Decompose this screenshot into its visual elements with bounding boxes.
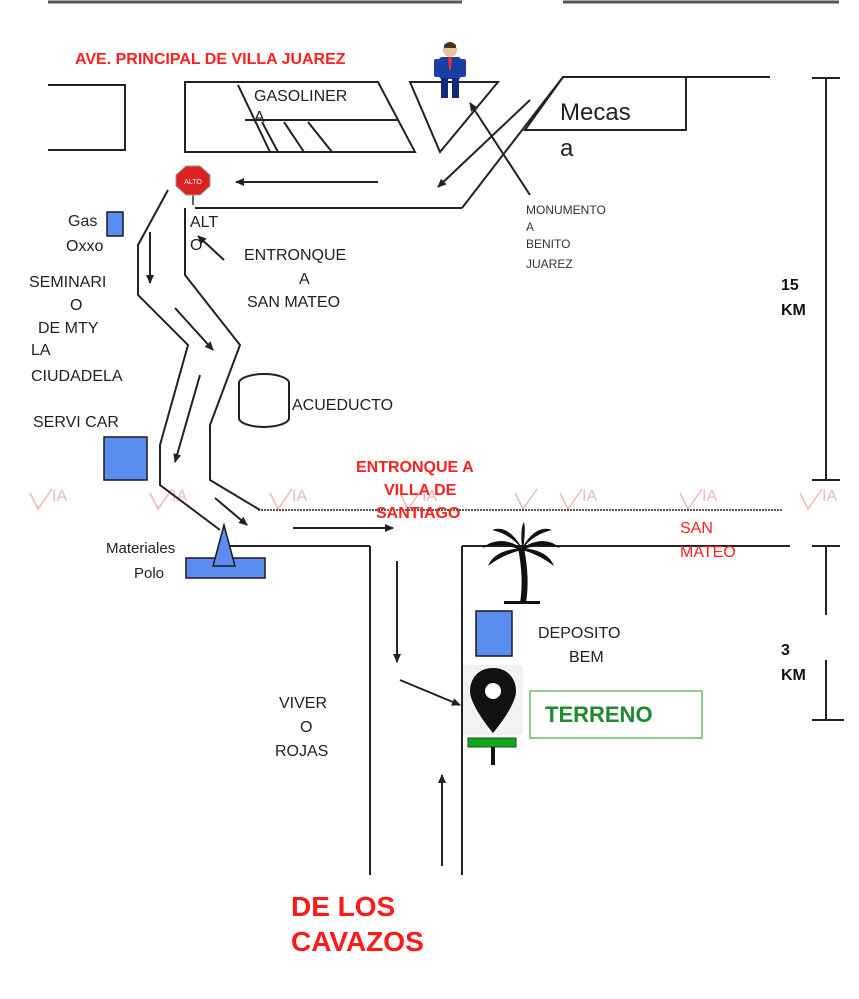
label-ciudadela-2: CIUDADELA (31, 368, 123, 385)
label-gasolinera-1: GASOLINER (254, 88, 347, 105)
stop-sign-icon: ALTO (175, 165, 211, 205)
watermark: IA (399, 488, 437, 511)
arrow-monument (469, 102, 531, 196)
arrow-south-4 (214, 497, 248, 526)
block-mecas (523, 76, 770, 131)
label-gas-oxxo-2: Oxxo (66, 238, 103, 255)
svg-text:IA: IA (822, 488, 837, 505)
label-seminario-2: O (70, 297, 82, 314)
watermark: IA (149, 488, 187, 511)
label-gasolinera-2: A (254, 109, 265, 126)
label-cavazos-2: CAVAZOS (291, 926, 424, 957)
road-upper-horizontal (195, 76, 564, 209)
label-monumento-2: A (526, 220, 534, 234)
label-materiales-1: Materiales (106, 540, 175, 557)
servi-car-box (103, 436, 148, 481)
label-dist-15-unit: KM (781, 302, 806, 319)
arrow-south-2 (174, 307, 214, 351)
label-cavazos-1: DE LOS (291, 891, 395, 922)
label-ave-principal: AVE. PRINCIPAL DE VILLA JUAREZ (75, 51, 346, 68)
label-vivero-3: ROJAS (275, 743, 328, 760)
deposito-bem-box (475, 610, 513, 657)
label-san-mateo-1: SAN (680, 520, 713, 537)
watermark (514, 488, 538, 511)
arrow-to-west (437, 99, 531, 188)
label-entronque-vs-1: ENTRONQUE A (356, 459, 474, 476)
distance-3km (812, 545, 844, 721)
label-dist-3-unit: KM (781, 667, 806, 684)
label-gas-oxxo-1: Gas (68, 213, 97, 230)
label-dist-3: 3 (781, 642, 790, 659)
arrow-sw (197, 235, 225, 261)
label-mecas-2: a (560, 135, 574, 162)
label-mecas-1: Mecas (560, 99, 631, 126)
label-alto-2: O (190, 237, 202, 254)
label-vivero-1: VIVER (279, 695, 327, 712)
watermark: IA (269, 488, 307, 511)
svg-text:IA: IA (52, 488, 67, 505)
label-acueducto: ACUEDUCTO (292, 397, 393, 414)
svg-text:IA: IA (702, 488, 717, 505)
road-diagonal (137, 189, 261, 531)
palm-tree-icon (482, 522, 560, 604)
label-entronque-sm-1: ENTRONQUE (244, 247, 346, 264)
svg-text:IA: IA (292, 488, 307, 505)
label-alto-1: ALT (190, 214, 218, 231)
arrow-south-3 (173, 374, 201, 463)
label-seminario-1: SEMINARI (29, 274, 106, 291)
arrow-terreno (399, 679, 461, 706)
label-entronque-sm-2: A (299, 271, 310, 288)
label-entronque-vs-3: SANTIAGO (376, 505, 460, 522)
label-san-mateo-2: MATEO (680, 544, 736, 561)
label-entronque-vs-2: VILLA DE (384, 482, 457, 499)
label-dist-15: 15 (781, 277, 799, 294)
label-entronque-sm-3: SAN MATEO (247, 294, 340, 311)
block-left (48, 84, 126, 151)
terreno-box (529, 690, 703, 739)
watermark: IA (29, 488, 67, 511)
distance-15km (812, 77, 840, 481)
gas-oxxo-box (106, 211, 124, 237)
road-south (369, 546, 463, 875)
label-vivero-2: O (300, 719, 312, 736)
materiales-polo-icon (185, 522, 266, 579)
location-pin-icon (463, 665, 523, 765)
label-monumento-3: BENITO (526, 237, 570, 251)
tank-icon (238, 373, 290, 428)
label-ciudadela-1: LA (31, 342, 51, 359)
person-icon (434, 42, 466, 98)
label-terreno: TERRENO (545, 702, 653, 727)
svg-text:IA: IA (422, 488, 437, 505)
label-materiales-2: Polo (134, 565, 164, 582)
svg-text:IA: IA (172, 488, 187, 505)
watermark: IA (559, 488, 597, 511)
label-servi-car: SERVI CAR (33, 414, 119, 431)
block-gasolinera (184, 81, 417, 153)
label-deposito-1: DEPOSITO (538, 625, 620, 642)
label-deposito-2: BEM (569, 649, 604, 666)
svg-text:IA: IA (582, 488, 597, 505)
label-monumento-4: JUAREZ (526, 257, 573, 271)
watermark: IA (679, 488, 717, 511)
svg-text:ALTO: ALTO (184, 179, 202, 186)
watermark-row: IA IA IA IA IA IA IA (29, 488, 837, 511)
watermark: IA (799, 488, 837, 511)
label-monumento-1: MONUMENTO (526, 203, 606, 217)
label-seminario-3: DE MTY (38, 320, 99, 337)
